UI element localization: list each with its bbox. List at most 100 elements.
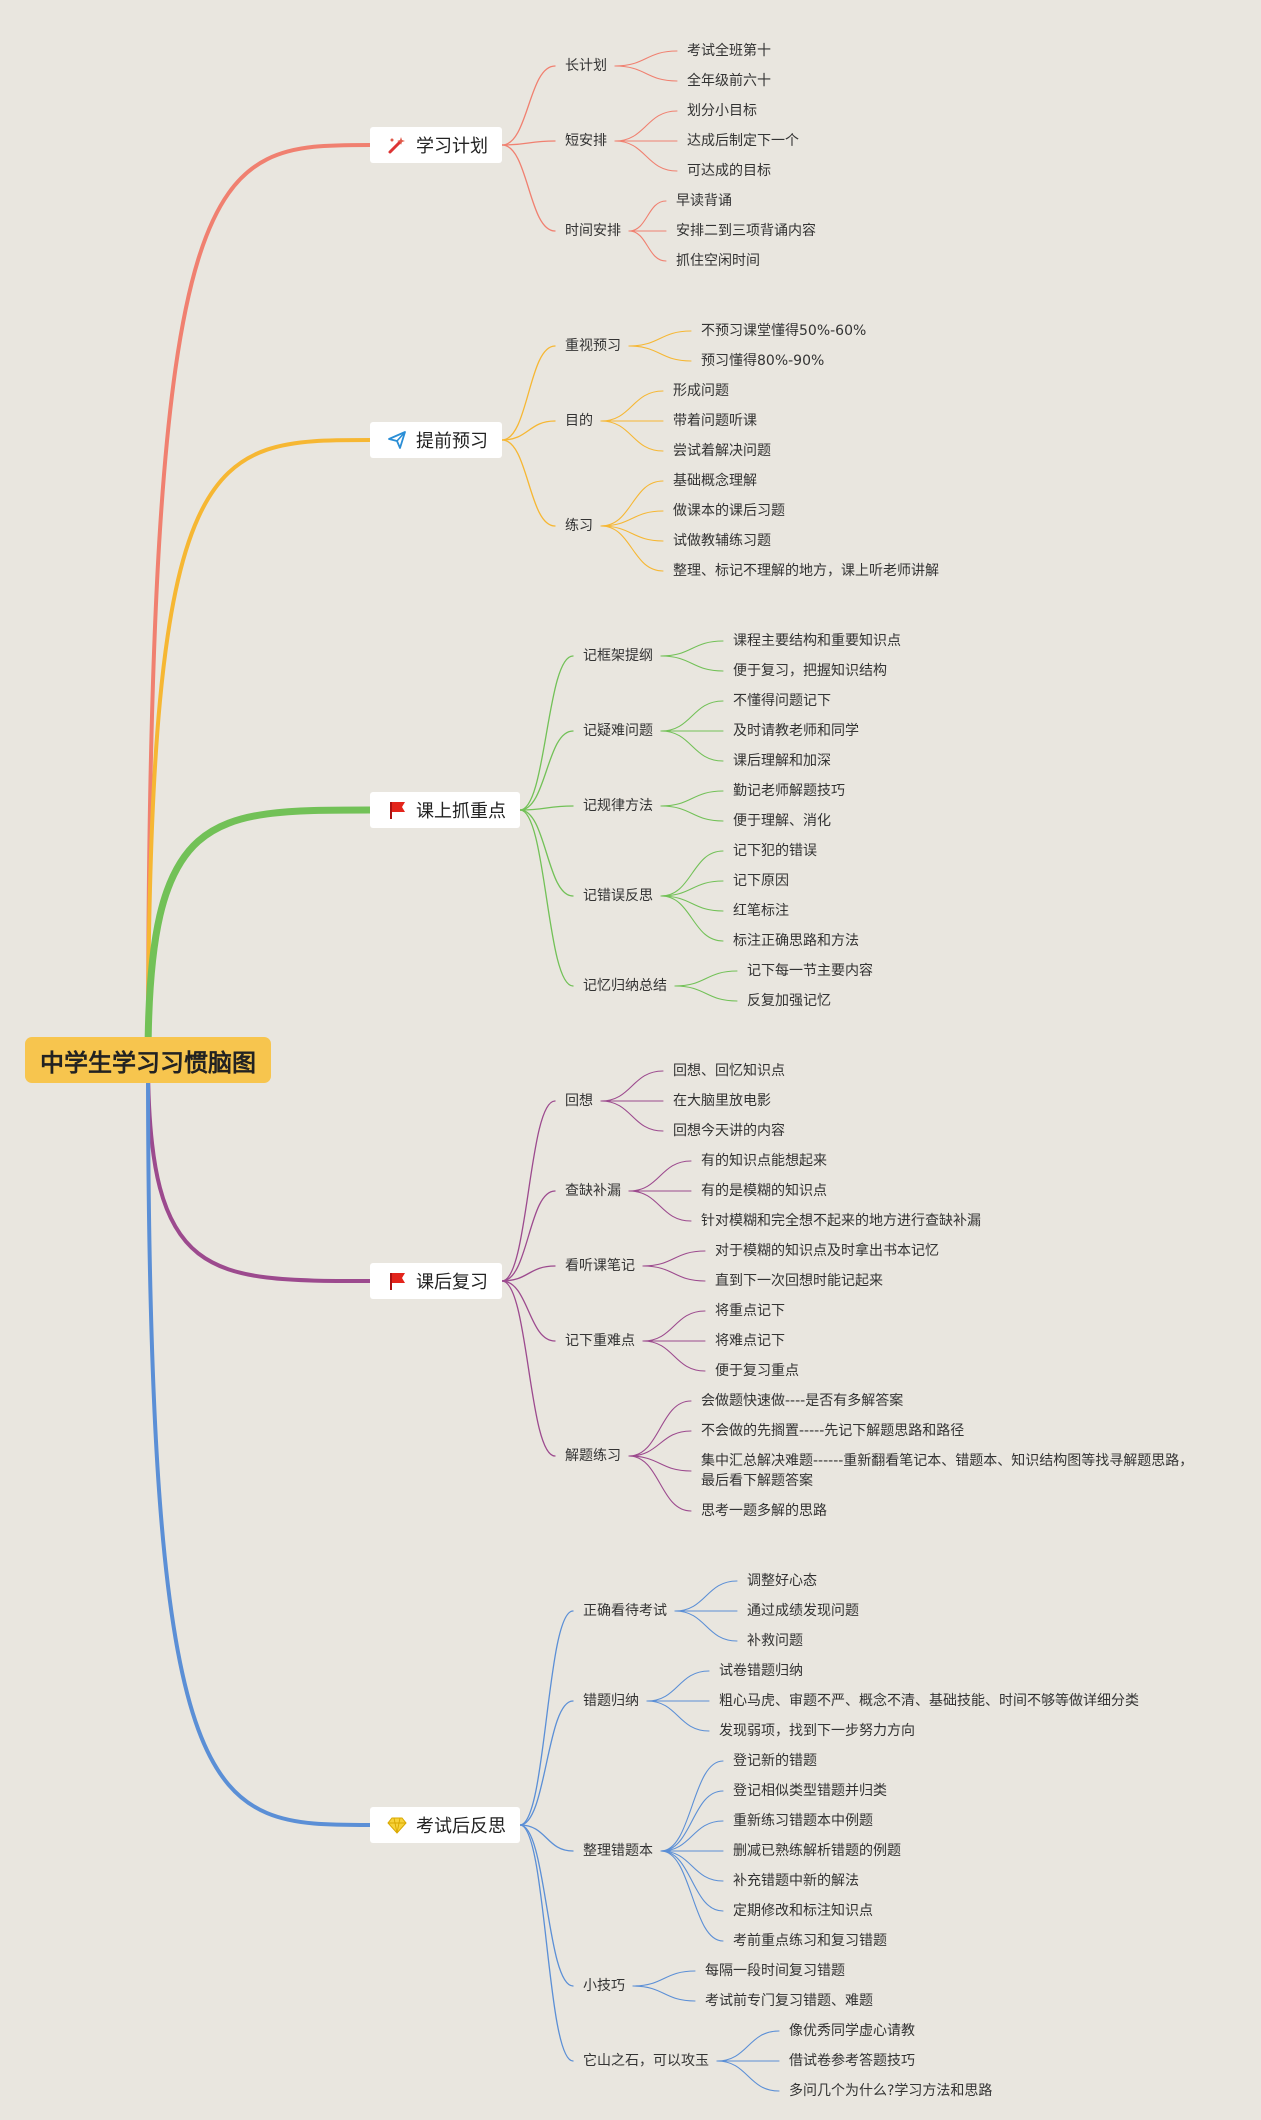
leaf-topic[interactable]: 记下原因 xyxy=(733,873,789,889)
leaf-topic[interactable]: 思考一题多解的思路 xyxy=(701,1503,827,1519)
subtopic[interactable]: 看听课笔记 xyxy=(565,1258,635,1274)
subtopic[interactable]: 记框架提纲 xyxy=(583,648,653,664)
leaf-topic[interactable]: 红笔标注 xyxy=(733,903,789,919)
leaf-topic[interactable]: 全年级前六十 xyxy=(687,73,771,89)
subtopic[interactable]: 记下重难点 xyxy=(565,1333,635,1349)
leaf-topic[interactable]: 便于理解、消化 xyxy=(733,813,831,829)
leaf-topic[interactable]: 会做题快速做----是否有多解答案 xyxy=(701,1393,904,1409)
subtopic[interactable]: 记规律方法 xyxy=(583,798,653,814)
leaf-topic[interactable]: 不懂得问题记下 xyxy=(733,693,831,709)
subtopic[interactable]: 目的 xyxy=(565,413,593,429)
leaf-topic[interactable]: 对于模糊的知识点及时拿出书本记忆 xyxy=(715,1243,939,1259)
leaf-topic[interactable]: 通过成绩发现问题 xyxy=(747,1603,859,1619)
leaf-topic[interactable]: 将重点记下 xyxy=(715,1303,785,1319)
leaf-topic[interactable]: 补救问题 xyxy=(747,1633,803,1649)
subtopic[interactable]: 记疑难问题 xyxy=(583,723,653,739)
leaf-topic[interactable]: 借试卷参考答题技巧 xyxy=(789,2053,915,2069)
connector-line xyxy=(501,144,556,232)
leaf-topic[interactable]: 针对模糊和完全想不起来的地方进行查缺补漏 xyxy=(701,1213,981,1229)
leaf-topic[interactable]: 调整好心态 xyxy=(747,1573,817,1589)
leaf-topic[interactable]: 在大脑里放电影 xyxy=(673,1093,771,1109)
leaf-topic[interactable]: 定期修改和标注知识点 xyxy=(733,1903,873,1919)
leaf-topic[interactable]: 登记相似类型错题并归类 xyxy=(733,1783,887,1799)
leaf-topic[interactable]: 有的是模糊的知识点 xyxy=(701,1183,827,1199)
leaf-topic[interactable]: 勤记老师解题技巧 xyxy=(733,783,845,799)
leaf-topic[interactable]: 每隔一段时间复习错题 xyxy=(705,1963,845,1979)
connector-line xyxy=(646,1700,710,1732)
leaf-topic[interactable]: 便于复习，把握知识结构 xyxy=(733,663,887,679)
topic-3[interactable]: 课上抓重点 xyxy=(370,792,520,828)
subtopic[interactable]: 整理错题本 xyxy=(583,1843,653,1859)
topic-5[interactable]: 考试后反思 xyxy=(370,1807,520,1843)
connector-line xyxy=(660,895,724,912)
leaf-topic[interactable]: 抓住空闲时间 xyxy=(676,253,760,269)
subtopic[interactable]: 记忆归纳总结 xyxy=(583,978,667,994)
leaf-topic[interactable]: 集中汇总解决难题------重新翻看笔记本、错题本、知识结构图等找寻解题思路， … xyxy=(701,1453,1194,1489)
subtopic[interactable]: 回想 xyxy=(565,1093,593,1109)
leaf-topic[interactable]: 粗心马虎、审题不严、概念不清、基础技能、时间不够等做详细分类 xyxy=(719,1693,1139,1709)
leaf-topic[interactable]: 登记新的错题 xyxy=(733,1753,817,1769)
subtopic[interactable]: 它山之石，可以攻玉 xyxy=(583,2053,709,2069)
leaf-topic[interactable]: 删减已熟练解析错题的例题 xyxy=(733,1843,901,1859)
topic-4[interactable]: 课后复习 xyxy=(370,1263,502,1299)
topic-2[interactable]: 提前预习 xyxy=(370,422,502,458)
subtopic[interactable]: 记错误反思 xyxy=(583,888,653,904)
leaf-topic[interactable]: 可达成的目标 xyxy=(687,163,771,179)
subtopic[interactable]: 小技巧 xyxy=(583,1978,625,1994)
leaf-topic[interactable]: 标注正确思路和方法 xyxy=(733,933,859,949)
subtopic[interactable]: 时间安排 xyxy=(565,223,621,239)
subtopic[interactable]: 正确看待考试 xyxy=(583,1603,667,1619)
leaf-topic[interactable]: 形成问题 xyxy=(673,383,729,399)
subtopic[interactable]: 重视预习 xyxy=(565,338,621,354)
connector-line xyxy=(660,730,724,762)
leaf-topic[interactable]: 不预习课堂懂得50%-60% xyxy=(701,323,867,339)
leaf-topic[interactable]: 及时请教老师和同学 xyxy=(733,723,859,739)
leaf-topic[interactable]: 发现弱项，找到下一步努力方向 xyxy=(719,1723,915,1739)
leaf-topic[interactable]: 有的知识点能想起来 xyxy=(701,1153,827,1169)
leaf-topic[interactable]: 课后理解和加深 xyxy=(733,753,831,769)
connector-line xyxy=(628,1400,692,1457)
leaf-topic[interactable]: 考试全班第十 xyxy=(687,43,771,59)
red-flag-icon xyxy=(386,799,408,821)
leaf-topic[interactable]: 回想今天讲的内容 xyxy=(673,1123,785,1139)
leaf-topic[interactable]: 记下每一节主要内容 xyxy=(747,963,873,979)
leaf-topic[interactable]: 不会做的先搁置-----先记下解题思路和路径 xyxy=(701,1423,965,1439)
leaf-topic[interactable]: 直到下一次回想时能记起来 xyxy=(715,1273,883,1289)
leaf-topic[interactable]: 试卷错题归纳 xyxy=(719,1663,803,1679)
leaf-topic[interactable]: 回想、回忆知识点 xyxy=(673,1063,785,1079)
connector-line xyxy=(660,1820,724,1852)
leaf-topic[interactable]: 考试前专门复习错题、难题 xyxy=(705,1993,873,2009)
leaf-topic[interactable]: 尝试着解决问题 xyxy=(673,443,771,459)
leaf-topic[interactable]: 多问几个为什么?学习方法和思路 xyxy=(789,2083,993,2099)
leaf-topic[interactable]: 带着问题听课 xyxy=(673,413,757,429)
leaf-topic[interactable]: 做课本的课后习题 xyxy=(673,503,785,519)
leaf-topic[interactable]: 补充错题中新的解法 xyxy=(733,1873,859,1889)
leaf-topic[interactable]: 像优秀同学虚心请教 xyxy=(789,2023,915,2039)
leaf-topic[interactable]: 便于复习重点 xyxy=(715,1363,799,1379)
connector-line xyxy=(628,1455,692,1472)
subtopic[interactable]: 解题练习 xyxy=(565,1448,621,1464)
leaf-topic[interactable]: 记下犯的错误 xyxy=(733,843,817,859)
leaf-topic[interactable]: 课程主要结构和重要知识点 xyxy=(733,633,901,649)
root-topic[interactable]: 中学生学习习惯脑图 xyxy=(25,1037,271,1083)
leaf-topic[interactable]: 划分小目标 xyxy=(687,103,757,119)
leaf-topic[interactable]: 考前重点练习和复习错题 xyxy=(733,1933,887,1949)
leaf-topic[interactable]: 反复加强记忆 xyxy=(747,993,831,1009)
subtopic[interactable]: 长计划 xyxy=(565,58,607,74)
leaf-topic[interactable]: 试做教辅练习题 xyxy=(673,533,771,549)
connector-line xyxy=(628,230,667,262)
leaf-topic[interactable]: 整理、标记不理解的地方，课上听老师讲解 xyxy=(673,563,939,579)
leaf-topic[interactable]: 预习懂得80%-90% xyxy=(701,353,825,369)
subtopic[interactable]: 查缺补漏 xyxy=(565,1183,621,1199)
subtopic[interactable]: 错题归纳 xyxy=(583,1693,639,1709)
leaf-topic[interactable]: 将难点记下 xyxy=(715,1333,785,1349)
subtopic[interactable]: 短安排 xyxy=(565,133,607,149)
topic-label: 提前预习 xyxy=(416,431,488,452)
leaf-topic[interactable]: 达成后制定下一个 xyxy=(687,133,799,149)
topic-1[interactable]: 学习计划 xyxy=(370,127,502,163)
leaf-topic[interactable]: 早读背诵 xyxy=(676,193,732,209)
subtopic[interactable]: 练习 xyxy=(565,518,593,534)
leaf-topic[interactable]: 重新练习错题本中例题 xyxy=(733,1813,873,1829)
leaf-topic[interactable]: 基础概念理解 xyxy=(673,473,757,489)
leaf-topic[interactable]: 安排二到三项背诵内容 xyxy=(676,223,816,239)
